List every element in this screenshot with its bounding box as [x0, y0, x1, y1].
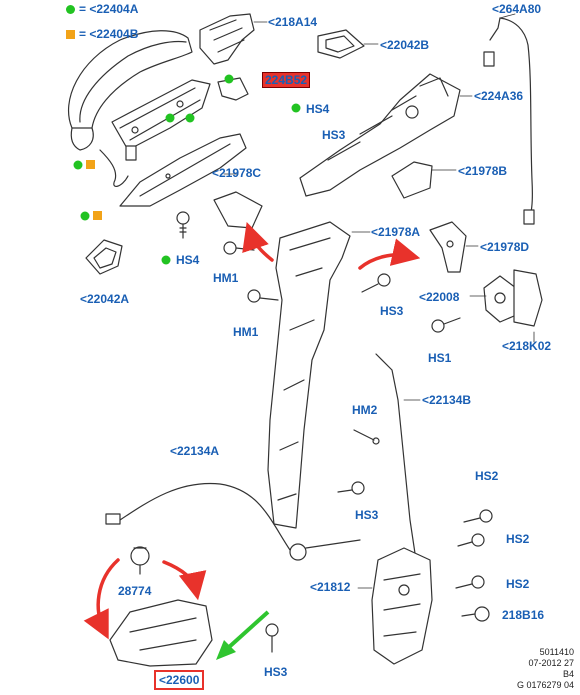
bumper-218B16-part — [461, 606, 490, 622]
red-arrows — [83, 222, 421, 640]
red-arrow-left-down — [83, 558, 120, 640]
leader-lines — [223, 13, 535, 589]
gasket-22042B-part — [317, 29, 365, 59]
document-reference: 5011410 07-2012 27 B4 G 0176279 04 — [517, 647, 574, 691]
orange-marker — [93, 211, 102, 220]
label-hs2-c[interactable]: HS2 — [506, 577, 530, 591]
screw-hs3-bot-part — [265, 623, 279, 653]
outer-handle-part — [67, 30, 193, 151]
legend-item-orange: = <22404B — [66, 27, 138, 41]
plate-218K02-part — [513, 269, 543, 327]
ref-line-4: G 0176279 04 — [516, 680, 574, 690]
green-marker — [73, 160, 83, 170]
part-224B52 — [217, 77, 249, 101]
label-hm1-a[interactable]: HM1 — [213, 271, 239, 285]
label-hs4-left[interactable]: HS4 — [176, 253, 200, 267]
label-hm1-b[interactable]: HM1 — [233, 325, 259, 339]
label-hs2-a[interactable]: HS2 — [475, 469, 499, 483]
green-marker — [165, 113, 175, 123]
legend-item-green: = <22404A — [66, 2, 138, 16]
green-dot-icon — [66, 4, 75, 14]
cable-22134A-part — [105, 482, 361, 561]
red-arrow-up — [242, 222, 274, 262]
green-marker — [80, 211, 90, 221]
label-22008[interactable]: <22008 — [419, 290, 460, 304]
bracket-21978A-part — [267, 221, 351, 529]
label-hs3-bot[interactable]: HS3 — [264, 665, 288, 679]
label-22042B[interactable]: <22042B — [380, 38, 430, 52]
screw-hs2-a-part — [463, 509, 493, 523]
label-22134B[interactable]: <22134B — [422, 393, 472, 407]
label-21978D[interactable]: <21978D — [480, 240, 530, 254]
bracket-218A14-part — [199, 13, 255, 65]
ref-line-3: B4 — [562, 669, 574, 679]
label-hm2[interactable]: HM2 — [352, 403, 378, 417]
label-hs3-top[interactable]: HS3 — [322, 128, 346, 142]
label-218B16[interactable]: 218B16 — [502, 608, 545, 622]
label-224A36[interactable]: <224A36 — [474, 89, 524, 103]
screw-hm1-b-part — [247, 289, 279, 303]
ref-line-2: 07-2012 27 — [528, 658, 574, 668]
clip-28774-part — [130, 546, 150, 575]
label-218K02[interactable]: <218K02 — [502, 339, 552, 353]
label-264A80[interactable]: <264A80 — [492, 2, 542, 16]
screw-hs3-low-part — [337, 481, 365, 495]
latch-21812-part — [371, 547, 433, 665]
green-marker — [185, 113, 195, 123]
markers — [73, 74, 301, 265]
label-22042A[interactable]: <22042A — [80, 292, 130, 306]
screw-hs3-mid-part — [361, 273, 391, 293]
cable-264A80-part — [483, 17, 535, 225]
green-marker — [224, 74, 234, 84]
screw-hs1-part — [431, 317, 461, 333]
bracket-21978B-part — [391, 161, 433, 199]
rod-22134B-part — [375, 353, 417, 561]
screw-hs4-part — [176, 211, 190, 239]
legend-green-text: = <22404A — [79, 2, 139, 16]
lever-21978D-part — [429, 221, 467, 273]
green-marker — [161, 255, 171, 265]
plate-21978C-part — [213, 191, 263, 229]
pin-hm2-part — [353, 429, 380, 445]
label-21978B[interactable]: <21978B — [458, 164, 508, 178]
label-22600[interactable]: <22600 — [154, 670, 205, 690]
label-21978A[interactable]: <21978A — [371, 225, 421, 239]
orange-marker — [86, 160, 95, 169]
screw-hs2-c-part — [455, 575, 485, 589]
red-arrow-right — [358, 238, 421, 270]
cover-21978C-part — [119, 133, 247, 207]
green-arrow — [216, 610, 270, 660]
orange-square-icon — [66, 29, 75, 39]
label-hs3-low[interactable]: HS3 — [355, 508, 379, 522]
ref-line-1: 5011410 — [539, 647, 574, 657]
label-22134A[interactable]: <22134A — [170, 444, 220, 458]
label-hs3-mid[interactable]: HS3 — [380, 304, 404, 318]
green-marker — [291, 103, 301, 113]
handle-carrier-part — [111, 79, 211, 151]
inner-handle-22600-part — [109, 599, 213, 667]
label-hs1[interactable]: HS1 — [428, 351, 452, 365]
label-28774[interactable]: 28774 — [118, 584, 152, 598]
label-224B52[interactable]: 224B52 — [262, 72, 311, 88]
screw-hm1-a-part — [223, 241, 255, 255]
screw-hs2-b-part — [457, 533, 485, 547]
handle-assembly-224A36-part — [299, 73, 461, 197]
legend-orange-text: = <22404B — [79, 27, 139, 41]
label-21978C[interactable]: <21978C — [212, 166, 262, 180]
red-arrow-right-down — [162, 560, 207, 601]
gasket-22042A-part — [85, 239, 123, 275]
label-hs2-b[interactable]: HS2 — [506, 532, 530, 546]
label-218A14[interactable]: <218A14 — [268, 15, 318, 29]
harness-part — [99, 145, 137, 187]
label-hs4-top[interactable]: HS4 — [306, 102, 330, 116]
pivot-22008-part — [483, 275, 517, 323]
label-21812[interactable]: <21812 — [310, 580, 351, 594]
